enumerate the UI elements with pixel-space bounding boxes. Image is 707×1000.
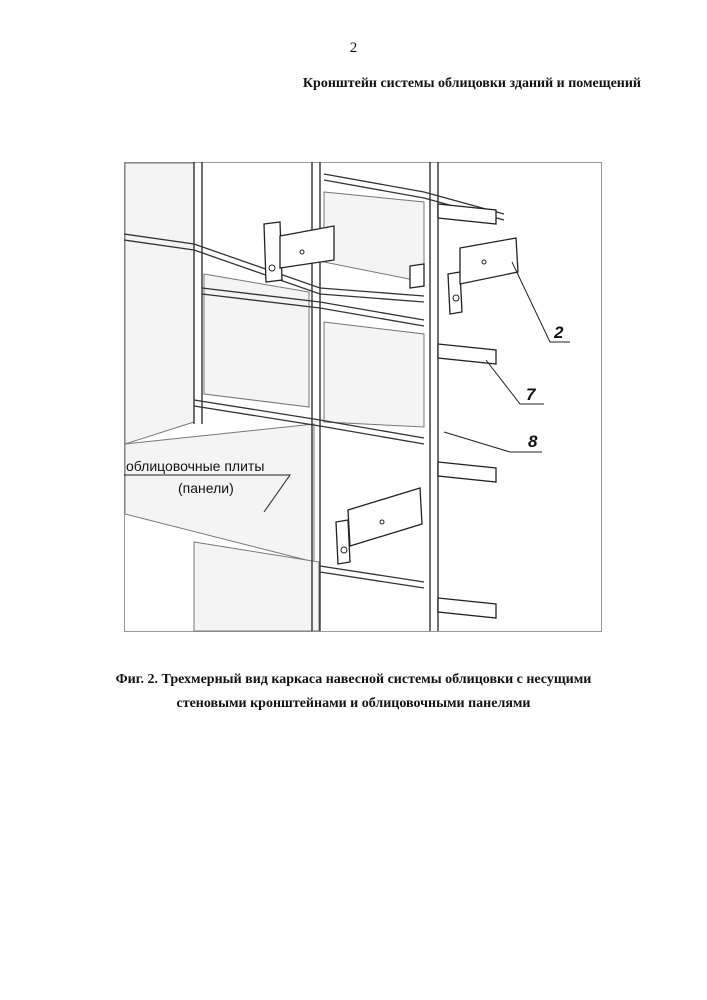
figure-drawing: 2 7 8 облицовочные плиты (панели): [124, 162, 602, 632]
callout-7: 7: [526, 385, 537, 404]
figure-caption-line2: стеновыми кронштейнами и облицовочными п…: [0, 696, 707, 712]
callout-8: 8: [528, 432, 538, 451]
panel-label-line1: облицовочные плиты: [126, 458, 264, 474]
page-number: 2: [0, 40, 707, 57]
document-title: Кронштейн системы облицовки зданий и пом…: [303, 76, 641, 92]
callout-2: 2: [553, 323, 564, 342]
facade-frame-drawing: 2 7 8 облицовочные плиты (панели): [124, 162, 602, 632]
panel-label-line2: (панели): [178, 480, 234, 496]
figure-caption-line1: Фиг. 2. Трехмерный вид каркаса навесной …: [0, 672, 707, 688]
